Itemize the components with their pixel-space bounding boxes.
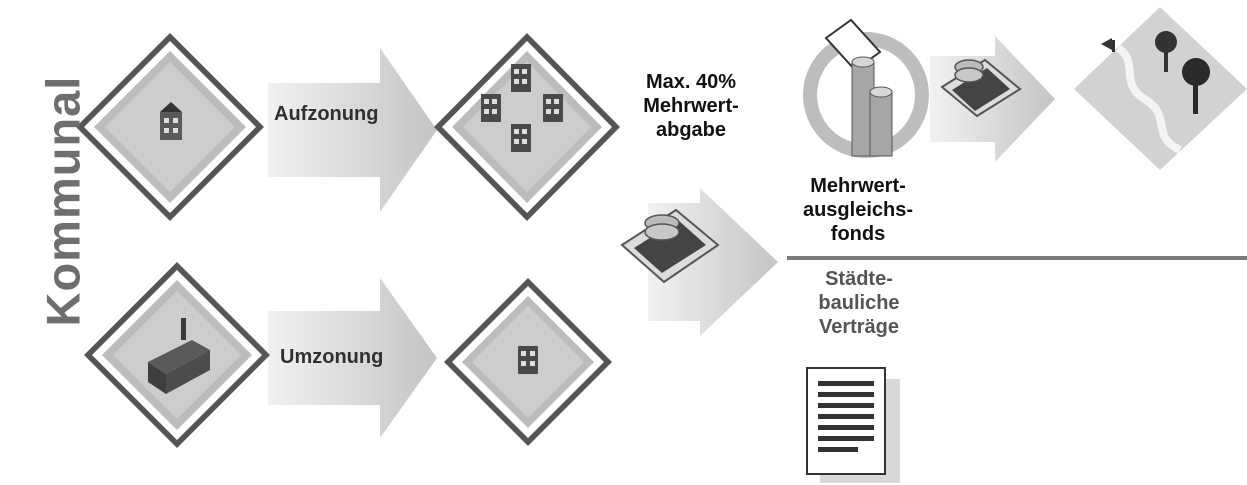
money-icon <box>620 208 720 284</box>
levy-label: Max. 40% Mehrwert- abgabe <box>616 70 766 142</box>
fund-line-2: ausgleichs- <box>802 199 914 221</box>
factory-icon <box>148 318 210 394</box>
landscape-icon <box>1074 7 1247 170</box>
arrow-aufzonung <box>268 48 437 212</box>
fund-label: Mehrwert- ausgleichs- fonds <box>783 174 933 246</box>
aufzonung-label: Aufzonung <box>274 103 379 125</box>
building-icon <box>518 346 538 374</box>
contracts-label: Städte- bauliche Verträge <box>784 267 934 339</box>
fund-line-1: Mehrwert- <box>810 175 906 197</box>
contracts-line-2: bauliche <box>818 292 900 314</box>
coins-icon <box>803 18 929 158</box>
side-label: Kommunal <box>36 75 90 327</box>
umzonung-label: Umzonung <box>280 346 384 368</box>
house-icon <box>160 102 182 140</box>
money-icon-right <box>940 58 1022 118</box>
contracts-line-3: Verträge <box>818 316 900 338</box>
levy-line-3: abgabe <box>655 119 727 141</box>
levy-line-1: Max. 40% <box>645 71 737 93</box>
document-icon <box>806 367 900 483</box>
arrow-umzonung <box>268 278 437 438</box>
fund-line-3: fonds <box>830 223 886 245</box>
levy-line-2: Mehrwert- <box>643 95 739 117</box>
contracts-line-1: Städte- <box>825 268 893 290</box>
houses-icon <box>481 64 563 152</box>
